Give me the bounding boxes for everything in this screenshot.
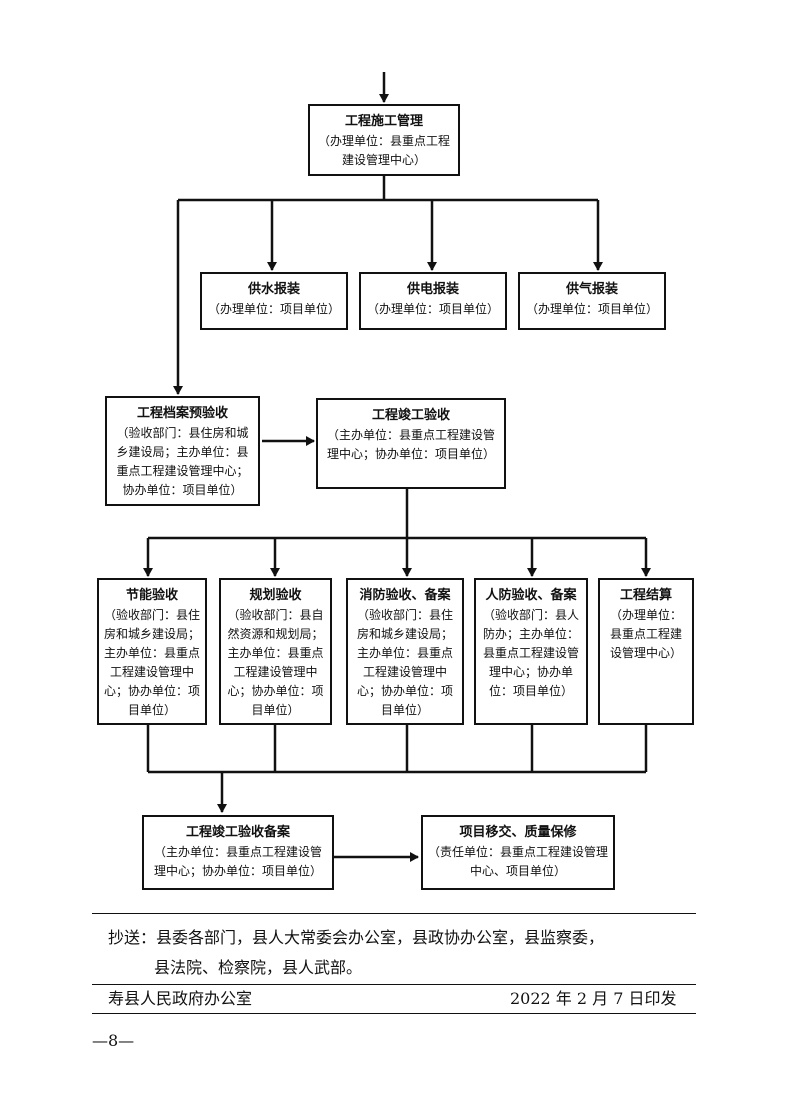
cc-line-1: 抄送：县委各部门，县人大常委会办公室，县政协办公室，县监察委， xyxy=(108,928,605,947)
power-supply-box: 供电报装 （办理单位：项目单位） xyxy=(359,272,507,330)
box-title: 节能验收 xyxy=(125,588,178,603)
box-title: 工程竣工验收 xyxy=(371,408,450,423)
box-desc: （验收部门：县自然资源和规划局；主办单位：县重点工程建设管理中心；协办单位：项目… xyxy=(227,608,324,717)
box-title: 供水报装 xyxy=(247,282,300,297)
box-title: 规划验收 xyxy=(249,588,302,603)
box-desc: （主办单位：县重点工程建设管理中心；协办单位：项目单位） xyxy=(153,845,322,878)
box-desc: （验收部门：县住房和城乡建设局；主办单位：县重点工程建设管理中心；协办单位：项目… xyxy=(356,608,453,717)
gas-supply-box: 供气报装 （办理单位：项目单位） xyxy=(518,272,666,330)
box-title: 项目移交、质量保修 xyxy=(459,825,577,840)
box-title: 工程结算 xyxy=(619,588,672,603)
completion-filing-box: 工程竣工验收备案 （主办单位：县重点工程建设管理中心；协办单位：项目单位） xyxy=(142,815,334,890)
box-desc: （验收部门：县人防办；主办单位：县重点工程建设管理中心；协办单位：项目单位） xyxy=(482,608,579,698)
box-title: 供电报装 xyxy=(406,282,459,297)
box-title: 工程施工管理 xyxy=(344,114,423,129)
box-desc: （责任单位：县重点工程建设管理中心、项目单位） xyxy=(428,845,609,878)
box-title: 消防验收、备案 xyxy=(359,588,451,603)
issuer-name: 寿县人民政府办公室 xyxy=(108,989,253,1008)
footer-bottom-rule xyxy=(92,1013,696,1014)
fire-acceptance-box: 消防验收、备案 （验收部门：县住房和城乡建设局；主办单位：县重点工程建设管理中心… xyxy=(346,578,464,725)
footer-top-rule xyxy=(92,913,696,914)
box-desc: （主办单位：县重点工程建设管理中心；协办单位：项目单位） xyxy=(326,428,495,461)
box-desc: （办理单位：县重点工程建设管理中心） xyxy=(317,134,450,167)
box-desc: （验收部门：县住房和城乡建设局；主办单位：县重点工程建设管理中心；协办单位：项目… xyxy=(104,608,201,717)
box-desc: （办理单位：项目单位） xyxy=(366,302,499,316)
box-title: 人防验收、备案 xyxy=(485,588,577,603)
page-number: —8— xyxy=(92,1031,135,1050)
planning-acceptance-box: 规划验收 （验收部门：县自然资源和规划局；主办单位：县重点工程建设管理中心；协办… xyxy=(219,578,332,725)
box-title: 工程档案预验收 xyxy=(136,406,228,421)
box-desc: （办理单位：县重点工程建设管理中心） xyxy=(609,608,682,660)
water-supply-box: 供水报装 （办理单位：项目单位） xyxy=(200,272,348,330)
box-title: 供气报装 xyxy=(565,282,618,297)
footer-middle-rule xyxy=(92,984,696,985)
completion-acceptance-box: 工程竣工验收 （主办单位：县重点工程建设管理中心；协办单位：项目单位） xyxy=(316,398,506,489)
cc-line-2: 县法院、检察院，县人武部。 xyxy=(154,958,363,977)
handover-warranty-box: 项目移交、质量保修 （责任单位：县重点工程建设管理中心、项目单位） xyxy=(421,815,615,890)
box-desc: （办理单位：项目单位） xyxy=(207,302,340,316)
energy-acceptance-box: 节能验收 （验收部门：县住房和城乡建设局；主办单位：县重点工程建设管理中心；协办… xyxy=(97,578,207,725)
construction-management-box: 工程施工管理 （办理单位：县重点工程建设管理中心） xyxy=(308,104,460,176)
box-desc: （验收部门：县住房和城乡建设局；主办单位：县重点工程建设管理中心；协办单位：项目… xyxy=(116,426,249,497)
issue-date: 2022 年 2 月 7 日印发 xyxy=(510,989,677,1008)
box-title: 工程竣工验收备案 xyxy=(185,825,290,840)
project-settlement-box: 工程结算 （办理单位：县重点工程建设管理中心） xyxy=(598,578,694,725)
archive-pre-acceptance-box: 工程档案预验收 （验收部门：县住房和城乡建设局；主办单位：县重点工程建设管理中心… xyxy=(105,396,260,506)
civil-defense-acceptance-box: 人防验收、备案 （验收部门：县人防办；主办单位：县重点工程建设管理中心；协办单位… xyxy=(474,578,588,725)
box-desc: （办理单位：项目单位） xyxy=(525,302,658,316)
